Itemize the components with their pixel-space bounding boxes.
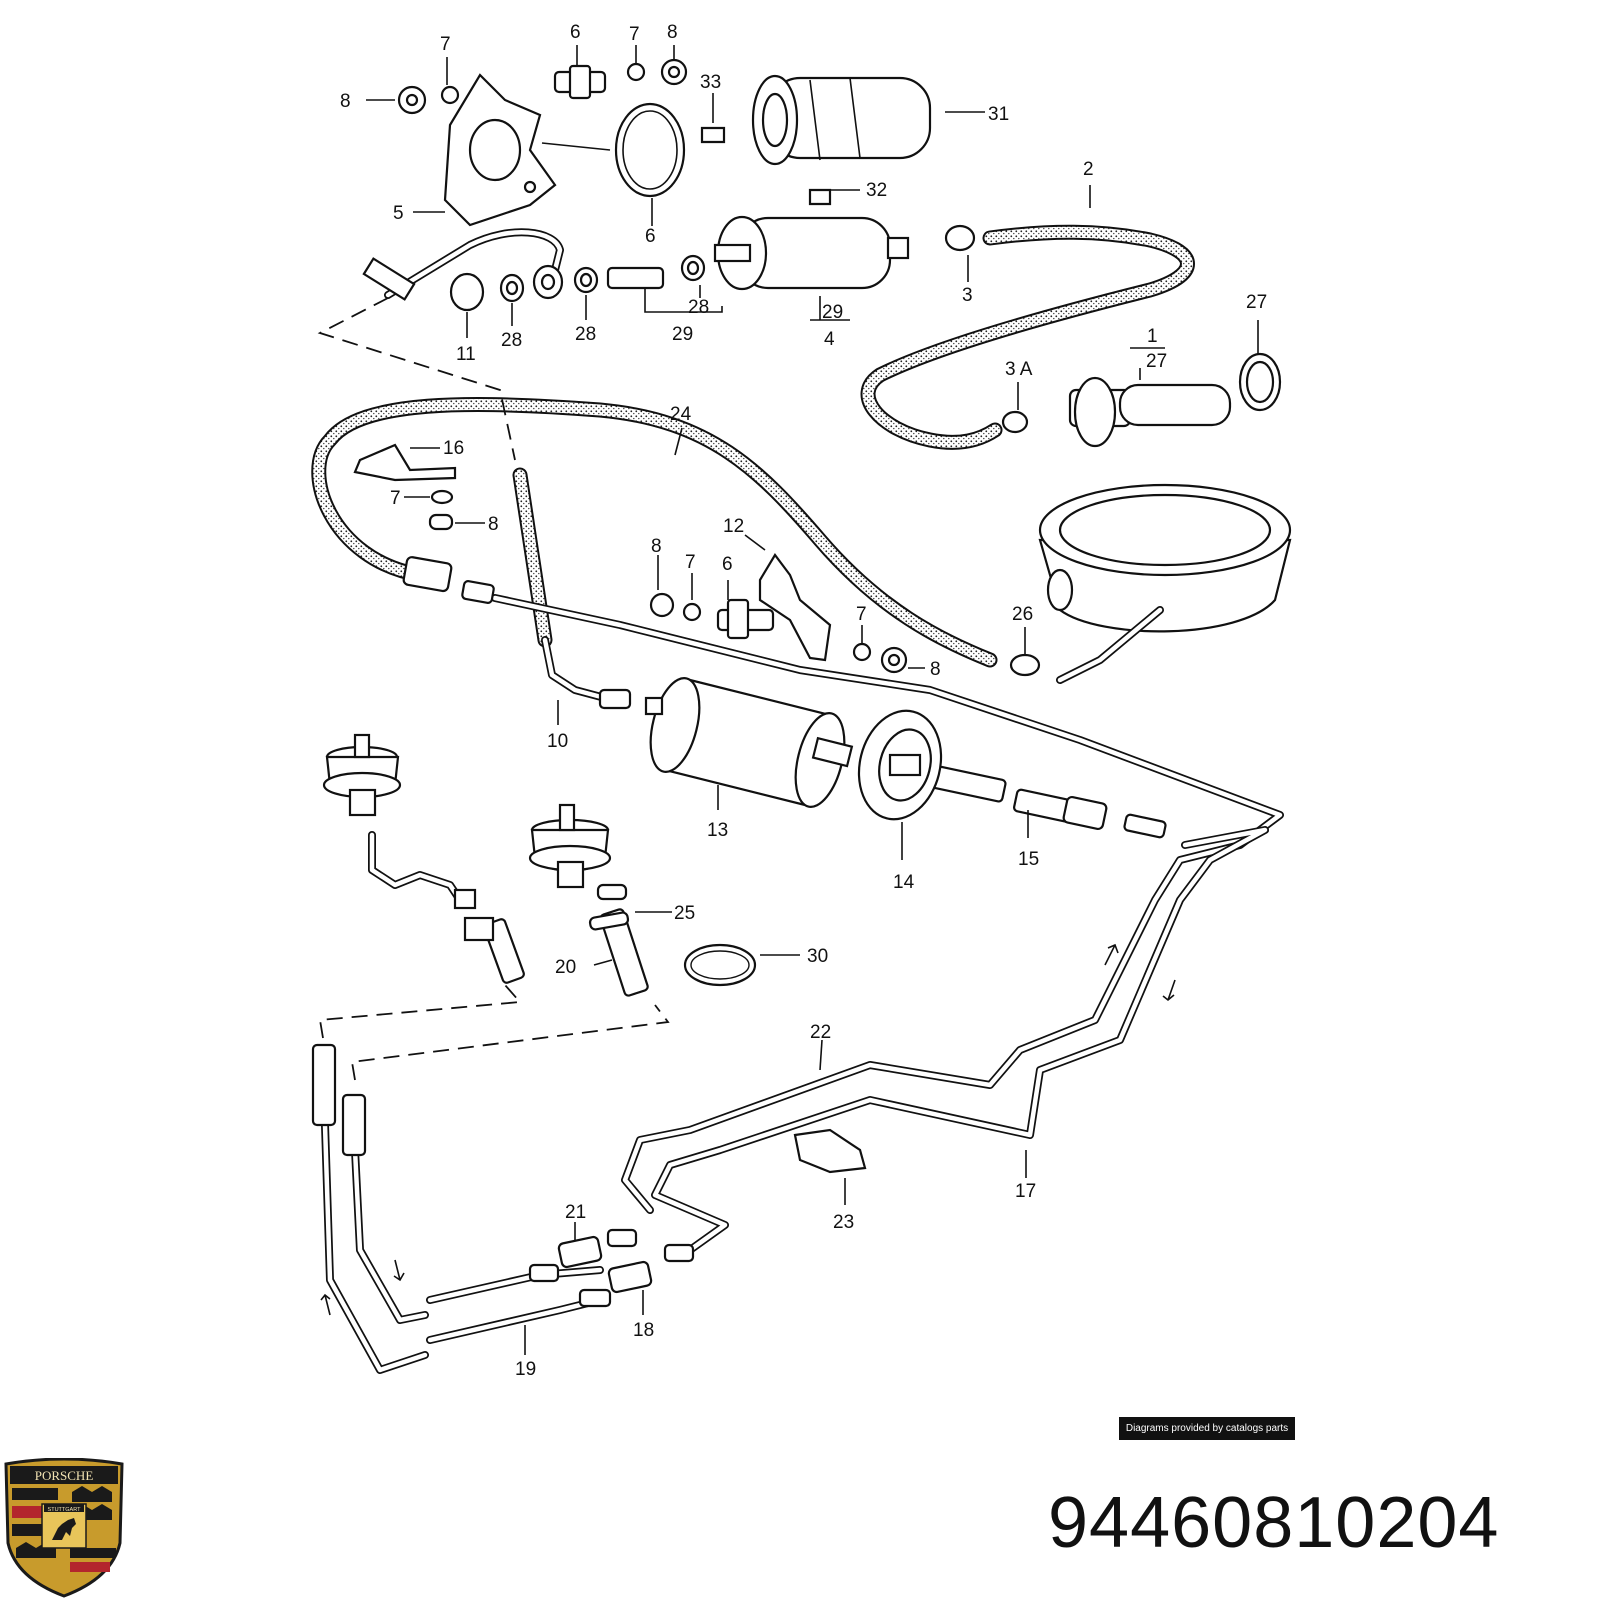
- callout-14: 14: [893, 872, 915, 893]
- callout-8: 7: [390, 488, 401, 509]
- pump-bracket-5: [443, 73, 557, 227]
- callout-9: 8: [667, 22, 678, 43]
- callout-27: 27: [1246, 292, 1267, 313]
- callout-29: 29: [822, 302, 843, 323]
- dashed-connection-lines: [317, 297, 670, 1081]
- callout-9: 8: [930, 659, 941, 680]
- callout-28: 28: [575, 324, 596, 345]
- callout-21: 21: [565, 1202, 586, 1223]
- callout-24: 24: [670, 404, 692, 425]
- callout-8: 7: [440, 34, 451, 55]
- callout-22: 22: [810, 1022, 831, 1043]
- callout-13: 13: [707, 820, 728, 841]
- callout-17: 17: [1015, 1181, 1036, 1202]
- fuel-pump-13: [644, 677, 854, 808]
- clamp-ring-6: [614, 102, 686, 198]
- callout-8: 7: [629, 24, 640, 45]
- callout-26: 26: [1012, 604, 1033, 625]
- fuel-strainer-1: [1068, 376, 1232, 448]
- callout-3A: 3 A: [1005, 359, 1033, 380]
- callout-31: 31: [988, 104, 1009, 125]
- callout-2: 2: [1083, 159, 1094, 180]
- fitting-7-top: [553, 64, 607, 100]
- part-number: 94460810204: [1048, 1483, 1500, 1563]
- callout-7: 6: [570, 22, 581, 43]
- callout-9: 8: [651, 536, 662, 557]
- callout-12: 12: [723, 516, 744, 537]
- callout-3: 3: [962, 285, 973, 306]
- fuel-filter-4: [713, 215, 910, 291]
- callout-25: 25: [674, 903, 695, 924]
- callout-28: 28: [688, 297, 709, 318]
- leader-lines: [320, 45, 1259, 1355]
- damper-14: [857, 709, 943, 821]
- callout-28: 28: [501, 330, 522, 351]
- fuel-pump-31: [751, 74, 932, 166]
- callout-9: 8: [488, 514, 499, 535]
- callout-1: 1: [1147, 326, 1158, 347]
- callout-20: 20: [555, 957, 576, 978]
- callout-9: 8: [340, 91, 351, 112]
- callout-labels: 8 7 6 7 8 33 31 32 5 6 2 3 11 28 28 28 2…: [340, 22, 1267, 1380]
- callout-11: 11: [456, 344, 476, 365]
- callout-6: 6: [645, 226, 656, 247]
- fuel-tank-outlet-26: [1038, 483, 1292, 633]
- logo-wordmark: PORSCHE: [35, 1468, 94, 1483]
- logo-city: STUTTGART: [48, 1507, 82, 1513]
- callout-27: 27: [1146, 351, 1167, 372]
- callout-8: 7: [856, 604, 867, 625]
- hoses-and-pipes: [311, 224, 1284, 1374]
- callout-29: 29: [672, 324, 693, 345]
- callout-15: 15: [1018, 849, 1039, 870]
- callout-32: 32: [866, 180, 887, 201]
- callout-30: 30: [807, 946, 828, 967]
- callout-5: 5: [393, 203, 404, 224]
- porsche-crest-logo: PORSCHE STUTTGART: [4, 1458, 124, 1598]
- components: [322, 58, 1292, 1308]
- callout-4: 4: [824, 329, 835, 350]
- callout-19: 19: [515, 1359, 536, 1380]
- callout-16: 16: [443, 438, 464, 459]
- callout-33: 33: [700, 72, 721, 93]
- callout-8: 7: [685, 552, 696, 573]
- callout-18: 18: [633, 1320, 654, 1341]
- callout-10: 10: [547, 731, 568, 752]
- callout-7: 6: [722, 554, 733, 575]
- callout-23: 23: [833, 1212, 854, 1233]
- diagram-credit-banner: Diagrams provided by catalogs parts: [1119, 1417, 1295, 1440]
- pressure-regulator-left: [322, 733, 402, 817]
- pressure-regulator-right: [528, 803, 612, 889]
